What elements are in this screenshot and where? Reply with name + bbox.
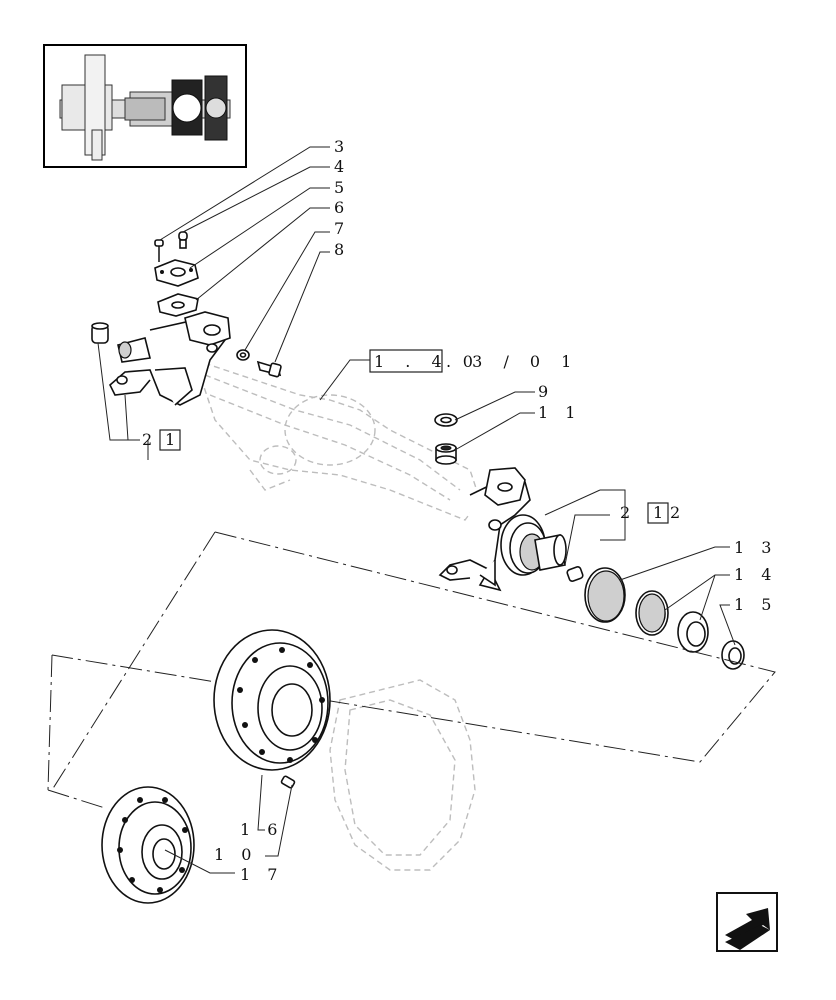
dowel-pin xyxy=(280,775,296,789)
callout-10: 1 0 xyxy=(214,845,257,864)
callout-7: 7 xyxy=(334,219,350,238)
bolt-8 xyxy=(256,360,282,378)
kingpin-cap-5 xyxy=(154,259,199,287)
planetary-carrier-17 xyxy=(101,786,195,904)
left-steering-knuckle xyxy=(109,311,231,406)
section-ref-boxed: 1 . 4 0 xyxy=(374,352,481,371)
ref-right-suffix: 2 xyxy=(670,503,686,522)
callout-2-left: 2 xyxy=(142,430,158,449)
section-ref-rest: . 3 / 0 1 xyxy=(446,352,579,371)
bearing-14a xyxy=(635,590,669,636)
leader-lines xyxy=(97,146,736,874)
callout-17: 1 7 xyxy=(240,865,283,884)
callout-13: 1 3 xyxy=(734,538,777,557)
ref-box-right xyxy=(647,502,669,524)
grease-nipple-4 xyxy=(178,231,188,249)
shim-6 xyxy=(157,293,199,317)
nut-15 xyxy=(721,640,745,670)
callout-2-right: 2 xyxy=(620,503,636,522)
hub-group-boundary xyxy=(47,531,776,809)
callout-11: 1 1 xyxy=(538,403,581,422)
callout-6: 6 xyxy=(334,198,350,217)
callout-4: 4 xyxy=(334,157,350,176)
right-steering-knuckle xyxy=(438,467,567,592)
bushing-left xyxy=(91,322,109,344)
wheel-hub-16 xyxy=(213,629,331,771)
seal-ring-13 xyxy=(584,567,626,623)
callout-16: 1 6 xyxy=(240,820,283,839)
ref-left-number: 1 xyxy=(165,430,181,449)
axle-overview-thumbnail xyxy=(43,44,247,168)
axle-housing-phantom xyxy=(193,358,481,871)
kingpin-bolt-3 xyxy=(154,239,164,262)
callout-14: 1 4 xyxy=(734,565,777,584)
callout-15: 1 5 xyxy=(734,595,777,614)
callout-3: 3 xyxy=(334,137,350,156)
callout-9: 9 xyxy=(538,382,554,401)
washer-7 xyxy=(236,349,250,361)
ref-right-number: 1 xyxy=(653,503,669,522)
section-reference[interactable]: 1 . 4 0 . 3 / 0 1 xyxy=(369,349,579,373)
next-page-arrow-icon[interactable] xyxy=(716,892,778,952)
bushing-11 xyxy=(435,443,457,465)
callout-8: 8 xyxy=(334,240,350,259)
spacer-sleeve xyxy=(566,566,584,582)
dust-seal-9 xyxy=(434,413,458,427)
bearing-14b xyxy=(677,611,709,653)
ref-box-left xyxy=(159,429,181,451)
callout-5: 5 xyxy=(334,178,350,197)
